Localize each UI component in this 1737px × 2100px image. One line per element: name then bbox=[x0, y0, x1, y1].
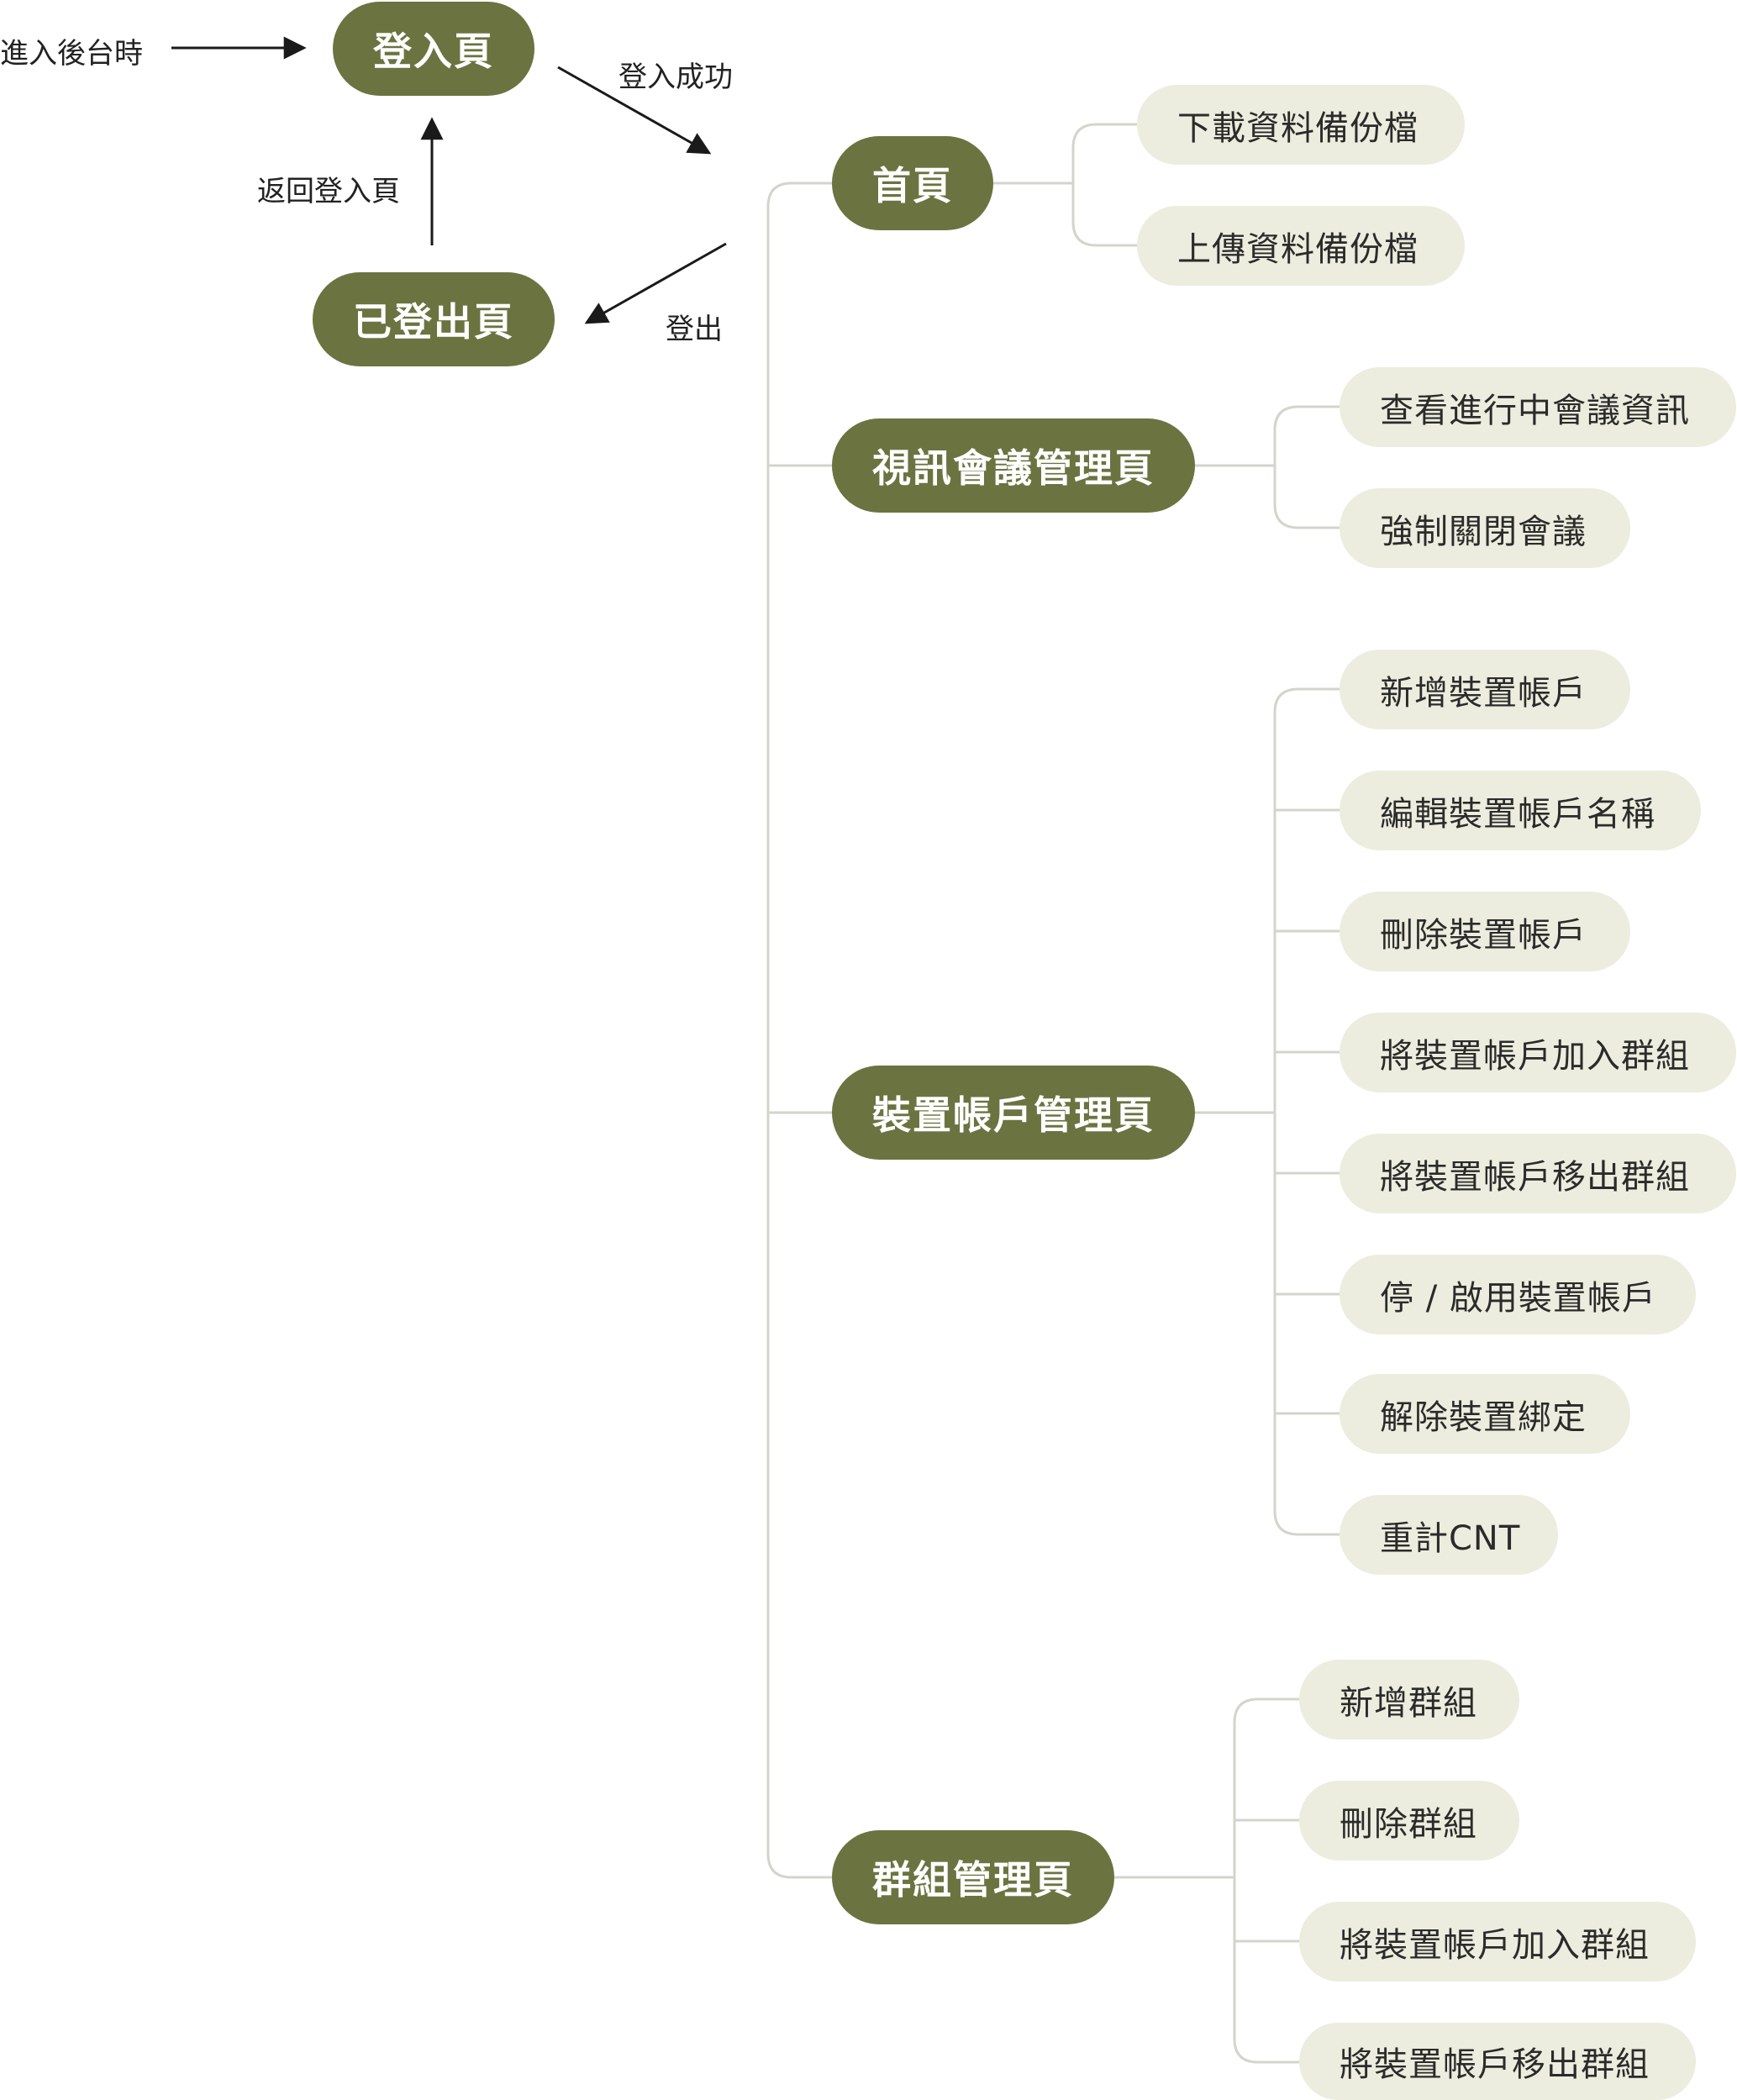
back-to-login-label: 返回登入頁 bbox=[257, 175, 400, 208]
device-child-add-to-group[interactable]: 將裝置帳戶加入群組 bbox=[1340, 1013, 1736, 1092]
group-child-delete[interactable]: 刪除群組 bbox=[1299, 1781, 1519, 1861]
home-branch bbox=[1071, 123, 1137, 247]
main-trunk bbox=[766, 182, 832, 1879]
home-child-upload-backup[interactable]: 上傳資料備份檔 bbox=[1137, 206, 1465, 286]
device-page-node[interactable]: 裝置帳戶管理頁 bbox=[832, 1066, 1195, 1160]
meeting-child-view-active[interactable]: 查看進行中會議資訊 bbox=[1340, 367, 1736, 447]
meeting-child-force-close[interactable]: 強制關閉會議 bbox=[1340, 488, 1630, 568]
group-page-node[interactable]: 群組管理頁 bbox=[832, 1830, 1114, 1924]
group-child-add[interactable]: 新增群組 bbox=[1299, 1660, 1519, 1739]
logged-out-page-node[interactable]: 已登出頁 bbox=[313, 272, 555, 366]
device-child-rename[interactable]: 編輯裝置帳戶名稱 bbox=[1340, 771, 1701, 850]
device-child-add[interactable]: 新增裝置帳戶 bbox=[1340, 650, 1630, 729]
login-page-node[interactable]: 登入頁 bbox=[333, 2, 534, 96]
device-branch bbox=[1273, 687, 1340, 1536]
device-child-remove-from-group[interactable]: 將裝置帳戶移出群組 bbox=[1340, 1134, 1736, 1213]
entry-label: 進入後台時 bbox=[0, 37, 143, 71]
device-child-toggle-enable[interactable]: 停 / 啟用裝置帳戶 bbox=[1340, 1255, 1696, 1334]
logout-label: 登出 bbox=[666, 313, 723, 346]
group-child-remove-device[interactable]: 將裝置帳戶移出群組 bbox=[1299, 2023, 1696, 2100]
meeting-branch bbox=[1273, 405, 1340, 529]
login-success-label: 登入成功 bbox=[618, 61, 733, 94]
device-child-delete[interactable]: 刪除裝置帳戶 bbox=[1340, 892, 1630, 971]
group-branch bbox=[1233, 1697, 1299, 2064]
login-success-arrow bbox=[557, 66, 712, 155]
meeting-page-node[interactable]: 視訊會議管理頁 bbox=[832, 418, 1195, 513]
home-child-download-backup[interactable]: 下載資料備份檔 bbox=[1137, 85, 1465, 165]
group-child-add-device[interactable]: 將裝置帳戶加入群組 bbox=[1299, 1902, 1696, 1982]
device-child-recount-cnt[interactable]: 重計CNT bbox=[1340, 1495, 1558, 1575]
logout-arrow bbox=[584, 242, 727, 324]
device-child-unbind[interactable]: 解除裝置綁定 bbox=[1340, 1374, 1630, 1454]
home-page-node[interactable]: 首頁 bbox=[832, 136, 993, 230]
